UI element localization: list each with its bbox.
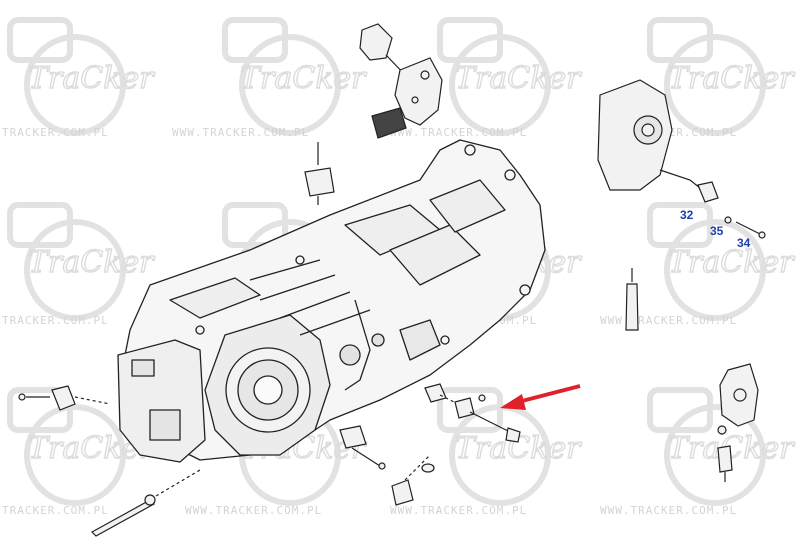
watermark-brand: TraCker [668,245,795,280]
watermark-brand: TraCker [668,61,795,96]
speed-sensor-top [304,142,335,205]
watermark-url: TRACKER.COM.PL [2,126,109,139]
watermark-url: TRACKER.COM.PL [2,504,109,517]
callout-34: 34 [737,236,751,250]
bottom-right-valve [717,363,759,482]
transmission-housing [117,139,546,463]
watermark-url: WWW.TRACKER.COM.PL [390,504,527,517]
bottom-left-rod [91,469,201,537]
pedal-bracket-assembly [359,23,443,139]
watermark-brand: TraCker [28,61,155,96]
watermark-url: TRACKER.COM.PL [2,314,109,327]
pointed-sensor-cable [424,383,521,443]
watermark-brand: TraCker [455,61,582,96]
auxiliary-gearbox-unit [597,79,766,239]
watermark-brand: TraCker [28,245,155,280]
watermark-url: WWW.TRACKER.COM.PL [390,126,527,139]
callout-35: 35 [710,224,724,238]
watermark-url: WWW.TRACKER.COM.PL [172,126,309,139]
watermark-brand: TraCker [240,61,367,96]
sealant-tube [625,268,639,331]
bottom-fittings [339,425,435,506]
callout-32: 32 [680,208,694,222]
watermark-url: WWW.TRACKER.COM.PL [600,314,737,327]
watermark-url: WWW.TRACKER.COM.PL [185,504,322,517]
left-side-sensor [18,385,111,411]
red-arrow-icon [500,384,581,410]
watermark-url: WWW.TRACKER.COM.PL [600,504,737,517]
